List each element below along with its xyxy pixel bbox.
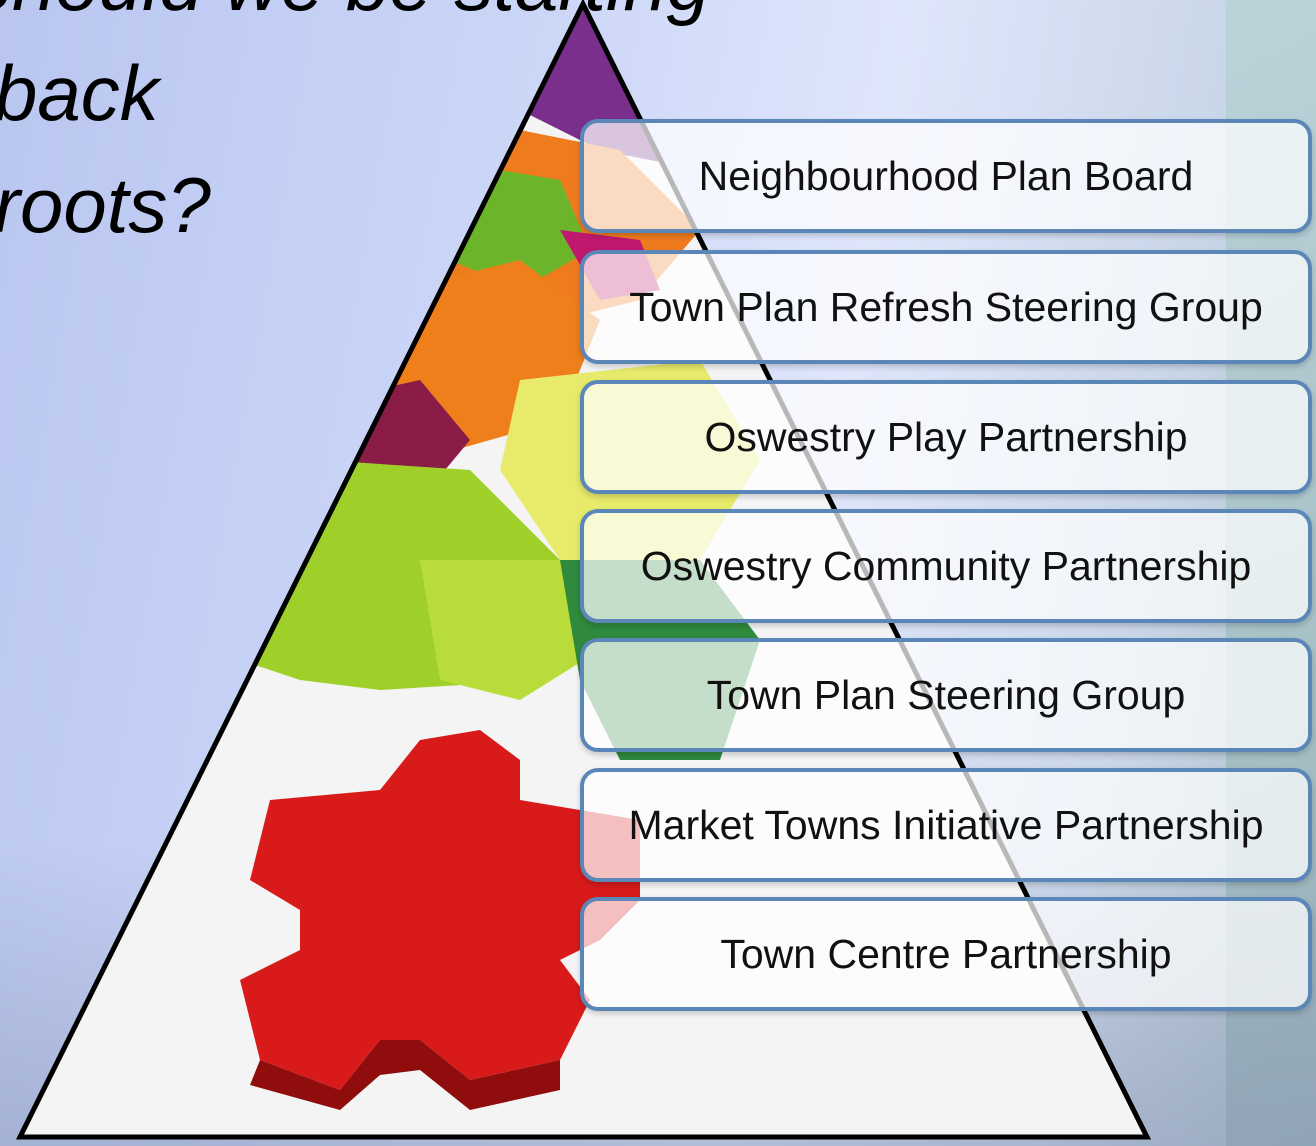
box-oswestry-community-partnership: Oswestry Community Partnership <box>580 509 1312 623</box>
box-market-towns-initiative-partnership: Market Towns Initiative Partnership <box>580 768 1312 882</box>
box-town-plan-steering-group: Town Plan Steering Group <box>580 638 1312 752</box>
box-label: Town Plan Refresh Steering Group <box>629 283 1263 330</box>
box-town-centre-partnership: Town Centre Partnership <box>580 897 1312 1011</box>
box-oswestry-play-partnership: Oswestry Play Partnership <box>580 380 1312 494</box>
box-label: Town Centre Partnership <box>720 930 1172 977</box>
box-town-plan-refresh-steering-group: Town Plan Refresh Steering Group <box>580 250 1312 364</box>
box-label: Market Towns Initiative Partnership <box>628 801 1264 848</box>
box-label: Town Plan Steering Group <box>706 671 1186 718</box>
box-label: Neighbourhood Plan Board <box>698 152 1194 199</box>
slide-title-line-3: roots? <box>0 161 211 249</box>
box-label: Oswestry Community Partnership <box>640 542 1252 589</box>
box-label: Oswestry Play Partnership <box>704 413 1188 460</box>
box-neighbourhood-plan-board: Neighbourhood Plan Board <box>580 119 1312 233</box>
slide-title-line-2: back <box>0 49 159 137</box>
